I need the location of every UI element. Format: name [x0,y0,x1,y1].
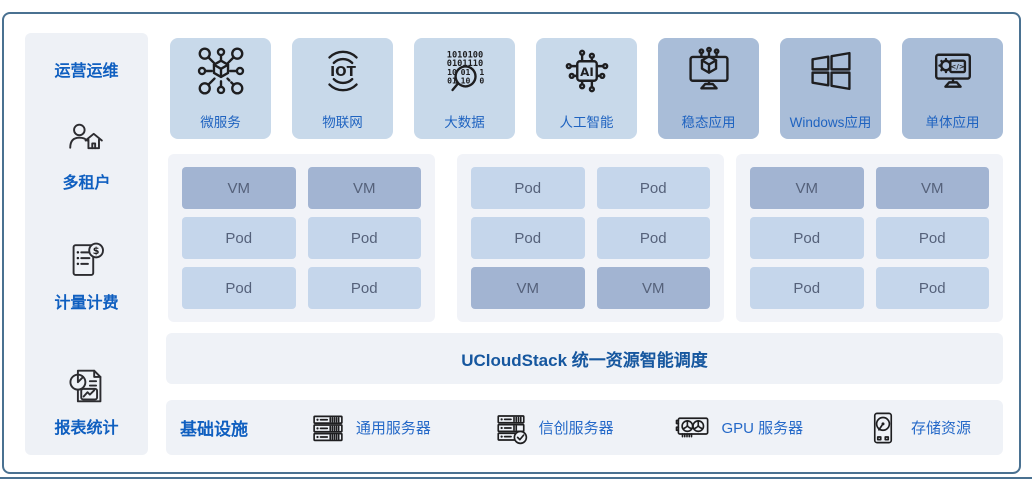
infra-item-certified-server: 信创服务器 [493,410,614,446]
app-cards-row: 微服务 IOT 物联网 1010100 0101110 10 01 1 0 01 [170,38,1003,139]
sidebar-item-label: 多租户 [62,175,111,192]
infra-item-gpu-server: GPU 服务器 [675,410,803,446]
app-card-windows-app: Windows应用 [780,38,881,139]
vm-block: VM [875,167,989,209]
tenant-user-home-icon [68,123,103,150]
sidebar-panel: 运营运维 多租户 $ 计量计费 [25,33,148,455]
pod-block: Pod [307,217,421,259]
app-card-label: 物联网 [322,115,363,130]
pod-block: Pod [750,217,864,259]
svg-text:1010100: 1010100 [446,50,482,60]
infra-item-storage: 存储资源 [865,410,971,446]
app-card-ai: AI 人工智能 [536,38,637,139]
resource-group-1: VM VM Pod Pod Pod Pod [168,154,435,322]
sidebar-item-label: 报表统计 [54,420,119,437]
svg-text:$: $ [92,246,99,257]
report-statistics-icon [68,369,101,403]
sidebar-title: 运营运维 [54,63,119,80]
app-card-label: 大数据 [444,115,485,130]
pod-block: Pod [182,217,296,259]
svg-text:0: 0 [479,75,484,85]
pod-block: Pod [875,217,989,259]
infra-item-label: 通用服务器 [355,420,431,437]
app-card-big-data: 1010100 0101110 10 01 1 0 01 10 大数据 [414,38,515,139]
iot-icon: IOT [327,50,358,92]
app-card-microservices: 微服务 [170,38,271,139]
app-card-label: 微服务 [200,115,241,130]
infrastructure-title: 基础设施 [180,420,248,439]
app-card-label: Windows应用 [789,115,872,130]
stable-app-icon [688,46,729,90]
infra-item-label: GPU 服务器 [721,420,804,437]
infra-item-label: 存储资源 [910,420,971,437]
resource-group-2: Pod Pod Pod Pod VM VM [457,154,724,322]
bottom-divider [0,477,1032,479]
svg-text:1: 1 [479,67,484,77]
monolithic-app-icon: </> [934,53,971,88]
sidebar-item-label: 计量计费 [54,295,119,312]
certified-server-icon [497,414,527,444]
app-card-stable-app: 稳态应用 [658,38,759,139]
resource-group-3: VM VM Pod Pod Pod Pod [736,154,1003,322]
svg-text:AI: AI [580,65,594,79]
infrastructure-bar: 基础设施 通用服务器 [166,400,1003,455]
outer-frame [2,12,1021,474]
infra-item-label: 信创服务器 [538,420,614,437]
pod-block: Pod [596,167,710,209]
storage-disk-icon [873,412,893,443]
svg-text:01: 01 [447,75,457,85]
vm-block: VM [750,167,864,209]
svg-text:</>: </> [950,62,964,71]
pod-block: Pod [307,267,421,309]
general-server-icon [313,415,343,441]
app-card-iot: IOT 物联网 [292,38,393,139]
app-card-label: 单体应用 [925,115,980,130]
pod-block: Pod [875,267,989,309]
pod-block: Pod [750,267,864,309]
pod-block: Pod [471,167,585,209]
svg-text:IOT: IOT [330,64,357,80]
scheduler-title: UCloudStack 统一资源智能调度 [461,351,708,370]
pod-block: Pod [471,217,585,259]
vm-block: VM [182,167,296,209]
sidebar-item-multi-tenant: 多租户 [25,118,148,193]
microservices-icon [197,47,244,95]
vm-block: VM [596,267,710,309]
vm-block: VM [471,267,585,309]
big-data-icon: 1010100 0101110 10 01 1 0 01 10 [446,50,484,92]
svg-text:01: 01 [460,67,470,77]
sidebar-item-metering-billing: $ 计量计费 [25,238,148,313]
vm-block: VM [307,167,421,209]
sidebar-item-report-statistics: 报表统计 [25,363,148,438]
app-card-label: 人工智能 [559,115,614,130]
pod-block: Pod [596,217,710,259]
app-card-monolithic-app: </> 单体应用 [902,38,1003,139]
infra-item-general-server: 通用服务器 [310,410,431,446]
scheduler-bar: UCloudStack 统一资源智能调度 [166,333,1003,384]
windows-icon [810,51,851,91]
billing-invoice-icon: $ [72,242,104,276]
app-card-label: 稳态应用 [681,115,736,130]
ai-chip-icon: AI [565,49,608,93]
gpu-card-icon [676,416,709,437]
svg-text:10: 10 [460,76,470,86]
svg-text:0101110: 0101110 [446,59,482,69]
svg-text:10: 10 [447,67,457,77]
pod-block: Pod [182,267,296,309]
